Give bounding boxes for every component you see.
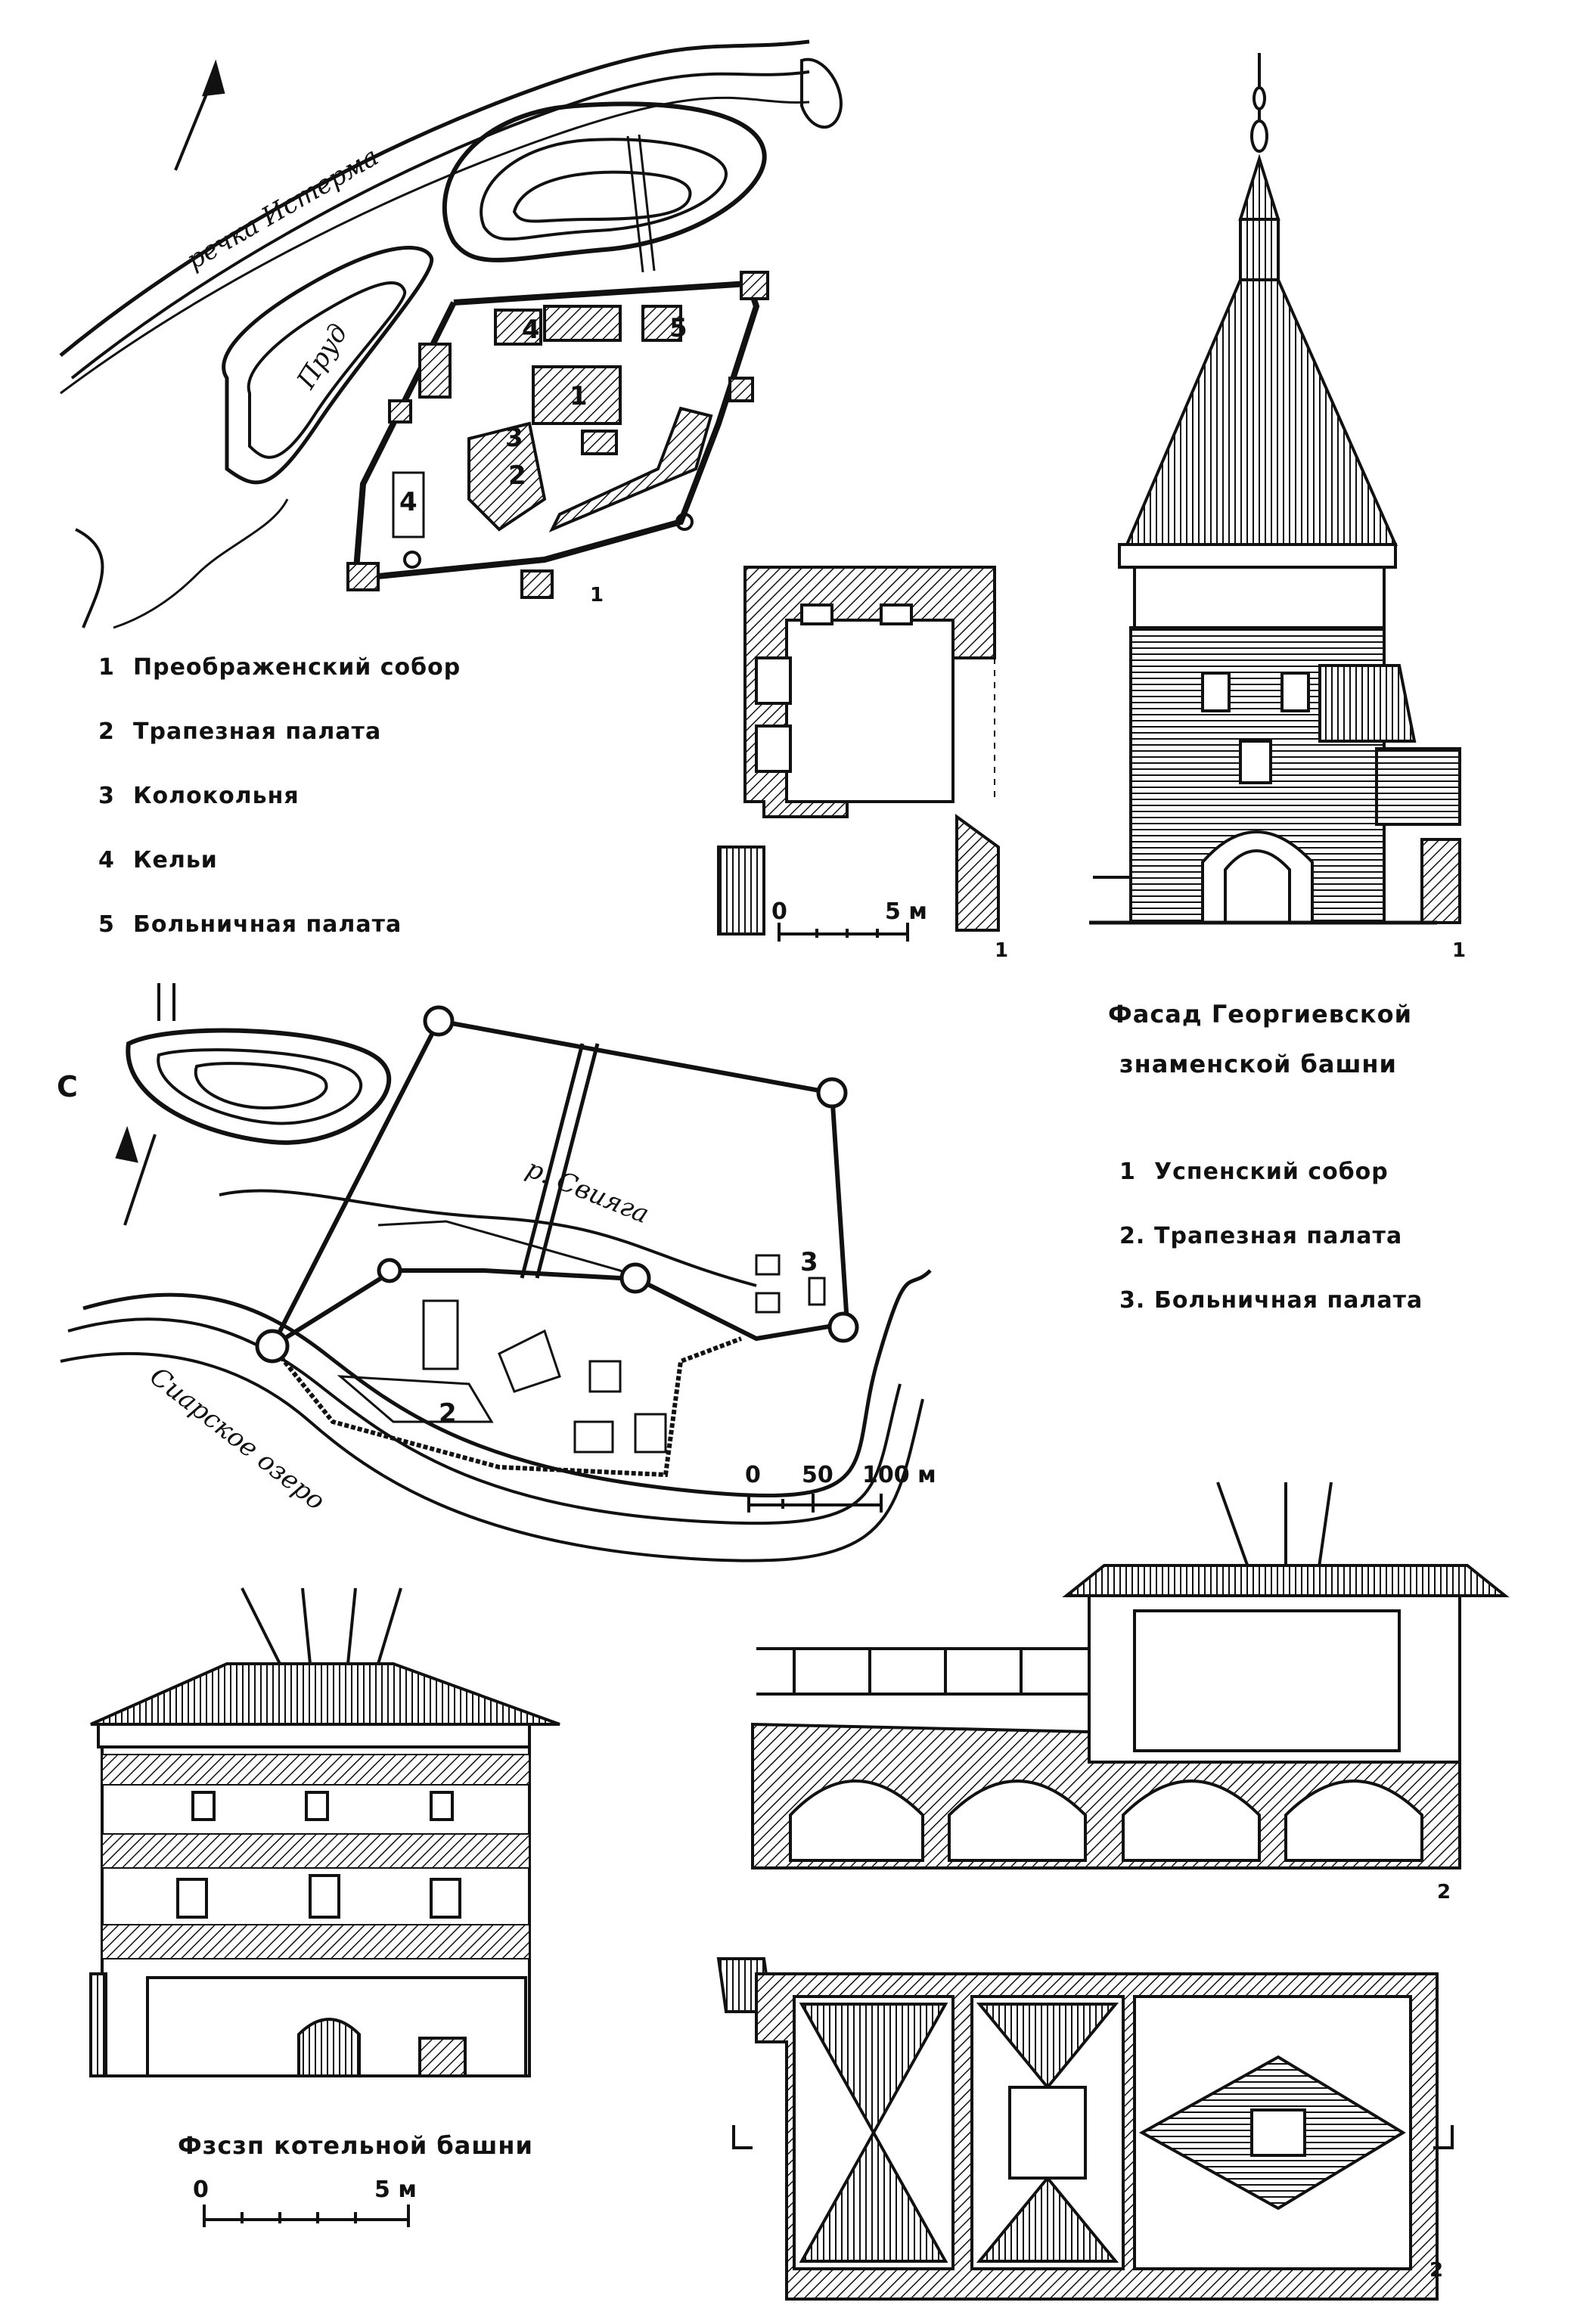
scale-end: 5 м	[885, 898, 927, 925]
plan1-building-numbers: 4 5 1 3 2 4 1	[399, 313, 688, 607]
north-arrow-icon	[174, 59, 225, 171]
georgievskaya-tower-facade	[1089, 53, 1461, 925]
building-number: 5	[669, 313, 688, 343]
north-arrow-icon	[115, 1125, 157, 1226]
scale-bar	[778, 923, 909, 942]
scale-start: 0	[745, 1462, 761, 1488]
pond-outline	[222, 246, 434, 485]
kotelnaya-caption: Фзсзп котельной башни	[178, 2131, 533, 2160]
building-number: 3	[505, 423, 523, 453]
georgievskaya-caption-line1: Фасад Георгиевской	[1108, 1000, 1413, 1029]
site-plan-1	[59, 39, 843, 629]
figure-number: 1	[1452, 939, 1466, 962]
figure-number: 1	[590, 584, 604, 607]
building-number: 4	[522, 315, 540, 345]
scale-bar	[747, 1494, 883, 1513]
river-bank	[59, 39, 810, 357]
scale-start: 0	[193, 2177, 209, 2203]
building-number: 4	[399, 487, 418, 517]
legend-item: 3.Больничная палата	[1119, 1287, 1423, 1314]
building-number: 2	[508, 461, 526, 491]
refectory-floor-plan	[716, 1957, 1454, 2301]
figure-number: 2	[1429, 2259, 1443, 2282]
scale-end: 100 м	[862, 1462, 936, 1488]
figure-number: 2	[1437, 1881, 1451, 1904]
kotelnaya-tower-facade	[89, 1587, 560, 2077]
site-plan-2	[60, 983, 932, 1562]
figure-number: 1	[995, 939, 1008, 962]
plan2-labels: С 2 3 0 50 100 м	[57, 1070, 936, 1488]
lake-outline	[126, 1028, 392, 1145]
scale-mid: 50	[802, 1462, 833, 1488]
scale-bar	[203, 2205, 410, 2227]
north-label: С	[57, 1070, 78, 1103]
scale-end: 5 м	[374, 2177, 417, 2203]
building-number: 3	[800, 1247, 818, 1277]
river-bank	[82, 1269, 932, 1498]
scale-start: 0	[771, 898, 787, 925]
building-number: 2	[439, 1398, 457, 1429]
refectory-section	[751, 1482, 1510, 1869]
georgievskaya-caption-line2: знаменской башни	[1119, 1050, 1397, 1078]
tower-floor-plan	[717, 566, 1000, 942]
island-outline	[442, 101, 767, 262]
legend-item: 2.Трапезная палата	[1119, 1223, 1403, 1249]
building-number: 1	[570, 381, 588, 411]
